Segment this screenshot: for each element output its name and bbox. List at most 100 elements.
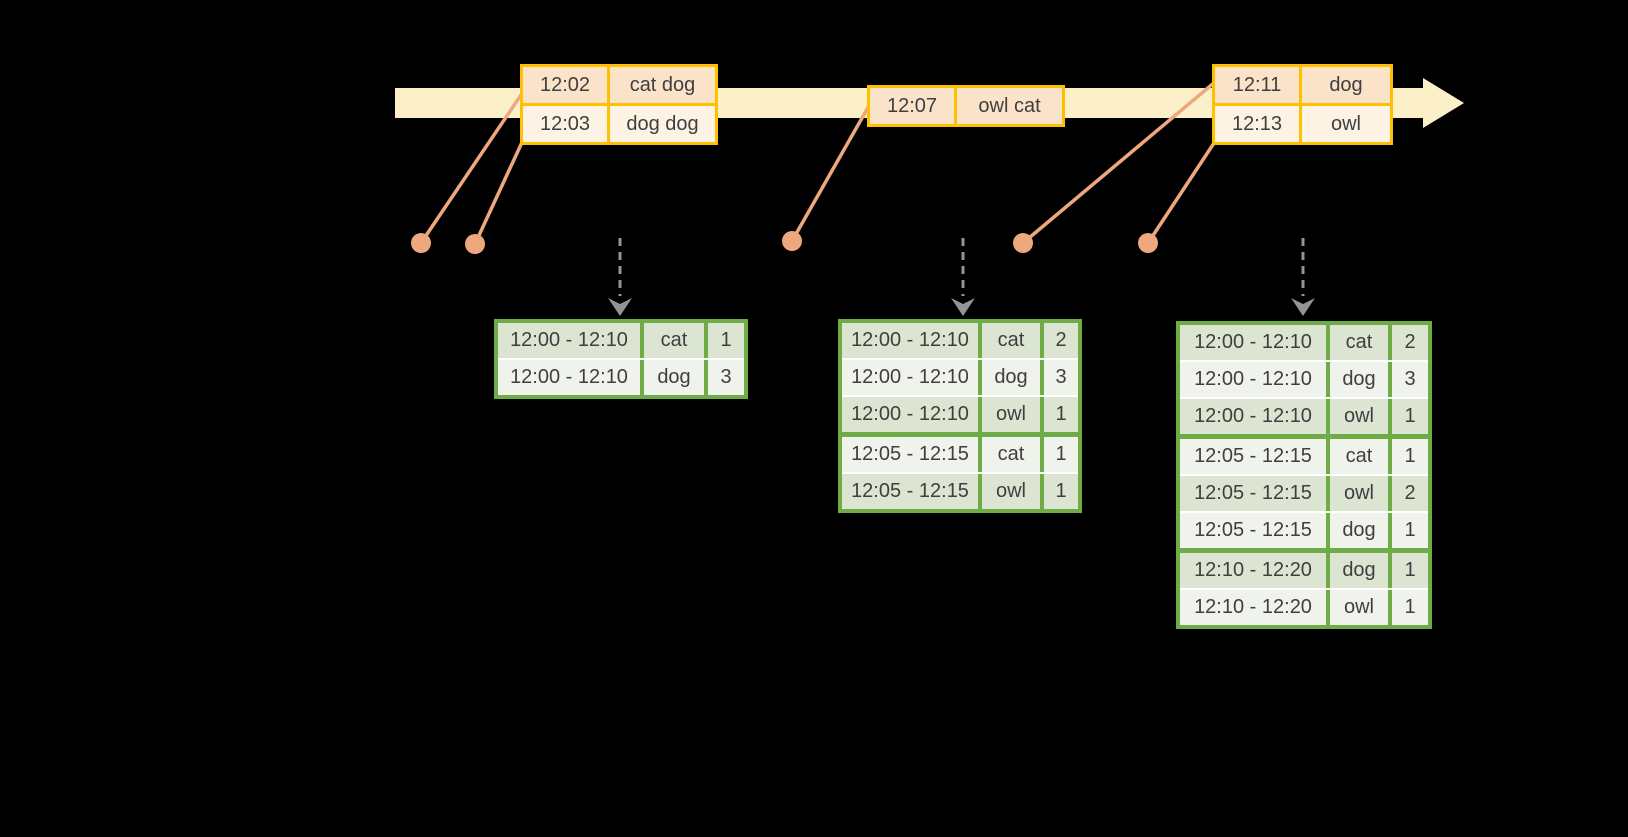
timeline-arrowhead-icon [1423, 78, 1464, 128]
connector-line [419, 91, 525, 244]
key-cell: dog [982, 360, 1040, 395]
key-cell: dog [1330, 513, 1388, 548]
count-cell: 1 [1392, 513, 1428, 548]
window-cell: 12:00 - 12:10 [842, 323, 978, 358]
window-cell: 12:00 - 12:10 [1180, 325, 1326, 360]
window-cell: 12:10 - 12:20 [1180, 590, 1326, 625]
count-cell: 3 [1044, 360, 1078, 395]
count-cell: 1 [1392, 553, 1428, 588]
key-cell: owl [982, 397, 1040, 432]
key-cell: dog [1330, 362, 1388, 397]
window-cell: 12:05 - 12:15 [842, 474, 978, 509]
count-cell: 1 [1044, 474, 1078, 509]
event-time-cell: 12:07 [870, 88, 954, 124]
count-cell: 1 [1044, 397, 1078, 432]
event-time-cell: 12:11 [1215, 67, 1299, 103]
event-words-cell: dog dog [610, 106, 715, 142]
count-cell: 2 [1392, 476, 1428, 511]
event-words-cell: cat dog [610, 67, 715, 103]
event-dot [465, 234, 485, 254]
count-cell: 1 [1392, 439, 1428, 474]
key-cell: cat [982, 437, 1040, 472]
key-cell: cat [982, 323, 1040, 358]
connector-line [790, 103, 872, 242]
window-cell: 12:05 - 12:15 [1180, 513, 1326, 548]
window-cell: 12:05 - 12:15 [1180, 476, 1326, 511]
key-cell: cat [644, 323, 704, 358]
event-words-cell: owl [1302, 106, 1390, 142]
window-cell: 12:00 - 12:10 [498, 360, 640, 395]
key-cell: dog [1330, 553, 1388, 588]
event-time-cell: 12:03 [523, 106, 607, 142]
count-cell: 1 [1392, 399, 1428, 434]
event-dot [782, 231, 802, 251]
window-cell: 12:00 - 12:10 [842, 397, 978, 432]
connector-line [1021, 80, 1217, 245]
count-cell: 1 [1044, 437, 1078, 472]
count-cell: 2 [1044, 323, 1078, 358]
down-arrow-icon [951, 298, 975, 316]
count-cell: 3 [708, 360, 744, 395]
window-cell: 12:10 - 12:20 [1180, 553, 1326, 588]
event-dot [411, 233, 431, 253]
window-cell: 12:00 - 12:10 [842, 360, 978, 395]
connector-line [1146, 139, 1218, 244]
key-cell: owl [982, 474, 1040, 509]
count-cell: 3 [1392, 362, 1428, 397]
key-cell: cat [1330, 325, 1388, 360]
count-cell: 2 [1392, 325, 1428, 360]
key-cell: owl [1330, 476, 1388, 511]
event-words-cell: owl cat [957, 88, 1062, 124]
count-cell: 1 [1392, 590, 1428, 625]
key-cell: owl [1330, 590, 1388, 625]
event-words-cell: dog [1302, 67, 1390, 103]
window-cell: 12:05 - 12:15 [842, 437, 978, 472]
window-cell: 12:00 - 12:10 [1180, 399, 1326, 434]
count-cell: 1 [708, 323, 744, 358]
event-dot [1013, 233, 1033, 253]
down-arrow-icon [608, 298, 632, 316]
connector-line [473, 137, 526, 245]
event-dot [1138, 233, 1158, 253]
key-cell: owl [1330, 399, 1388, 434]
key-cell: cat [1330, 439, 1388, 474]
down-arrow-icon [1291, 298, 1315, 316]
event-time-cell: 12:02 [523, 67, 607, 103]
window-cell: 12:00 - 12:10 [1180, 362, 1326, 397]
event-time-cell: 12:13 [1215, 106, 1299, 142]
window-cell: 12:05 - 12:15 [1180, 439, 1326, 474]
window-cell: 12:00 - 12:10 [498, 323, 640, 358]
